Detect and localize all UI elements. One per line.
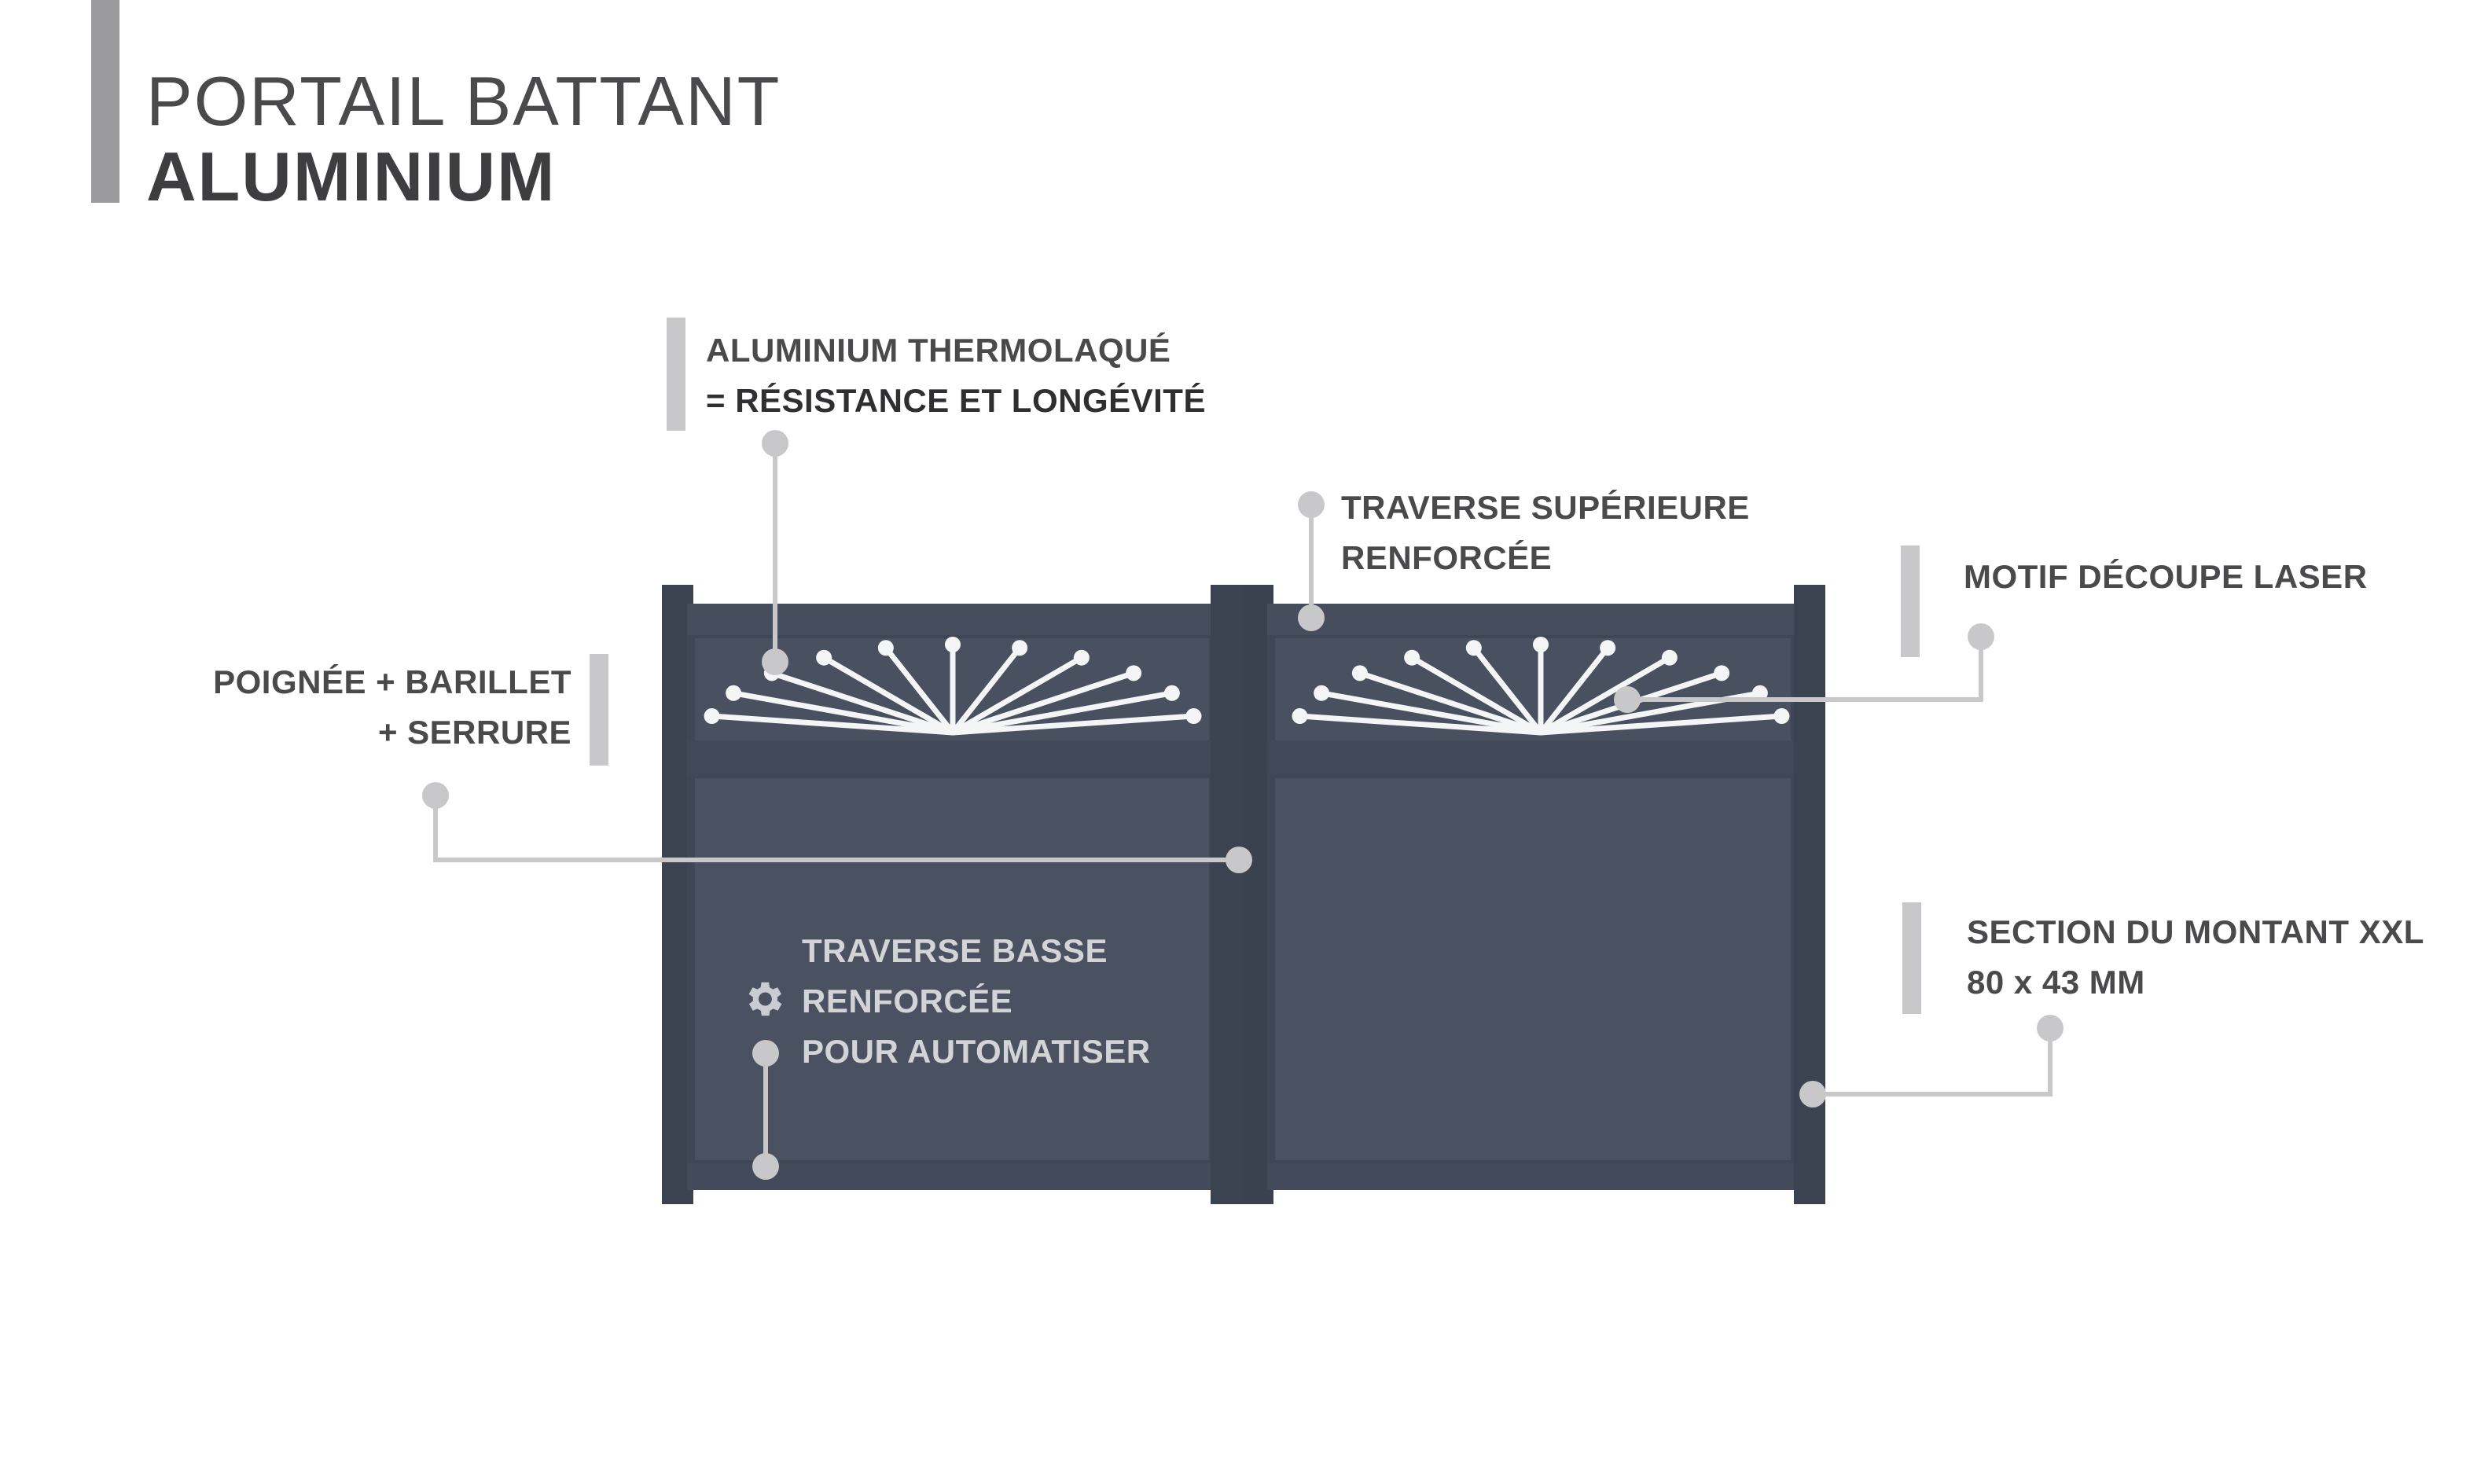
left-leaf-stile: [1211, 585, 1242, 1204]
motif-ray-tip: [1351, 665, 1368, 681]
callout-poignee-line2: + SERRURE: [377, 714, 571, 751]
motif-ray-tip: [1533, 637, 1549, 652]
callout-traverse-basse: TRAVERSE BASSE RENFORCÉE POUR AUTOMATISE…: [802, 926, 1151, 1077]
dot-motif-top: [1968, 623, 1994, 650]
motif-ray-tip: [816, 649, 832, 666]
motif-ray: [950, 713, 1196, 736]
motif-ray: [821, 655, 956, 736]
motif-ray-tip: [1465, 640, 1482, 656]
motif-ray: [730, 690, 956, 736]
dot-traverse-superieure-bottom: [1298, 604, 1325, 631]
motif-ray: [950, 670, 1137, 736]
callout-dots: [422, 430, 2064, 1180]
callout-poignee-line1: POIGNÉE + BARILLET: [213, 663, 571, 700]
right-top-rail: [1267, 604, 1799, 635]
motif-ray-tip: [1073, 649, 1090, 666]
title-accent-bar: [91, 0, 119, 203]
motif-ray-tip: [1751, 685, 1768, 701]
callout-motif-line1: MOTIF DÉCOUPE LASER: [1964, 558, 2368, 595]
callout-traverse-superieure: TRAVERSE SUPÉRIEURE RENFORCÉE: [1341, 483, 1750, 583]
motif-ray-tip: [945, 637, 961, 652]
gate-leaf-right: [1242, 585, 1825, 1204]
right-post-outer: [1794, 585, 1825, 1204]
dot-aluminium-top: [762, 430, 788, 457]
motif-ray-tip: [1404, 649, 1420, 666]
motif-ray: [1538, 713, 1784, 736]
callout-poignee: POIGNÉE + BARILLET + SERRURE: [213, 657, 571, 758]
motif-ray: [1538, 655, 1673, 736]
motif-ray: [1409, 655, 1544, 736]
accent-bar-motif: [1901, 545, 1920, 657]
motif-ray: [1538, 645, 1611, 736]
callout-aluminium-line2: = RÉSISTANCE ET LONGÉVITÉ: [706, 382, 1206, 419]
left-lower-panel: [695, 778, 1209, 1160]
motif-ray: [769, 670, 956, 736]
motif-ray-tip: [1314, 685, 1330, 701]
right-mid-rail: [1267, 740, 1799, 775]
accent-bar-poignee: [590, 654, 608, 766]
dot-aluminium-bottom: [762, 648, 788, 675]
accent-bar-aluminium: [667, 318, 685, 431]
right-lower-panel: [1275, 778, 1791, 1160]
callout-section-line2: 80 x 43 MM: [1967, 964, 2145, 1001]
dot-traverse-superieure-top: [1298, 491, 1325, 518]
dot-section-end: [1799, 1081, 1826, 1107]
motif-ray-tip: [1661, 649, 1678, 666]
left-top-rail: [687, 604, 1217, 635]
motif-ray-tip: [1012, 640, 1028, 656]
laser-motif-left: [704, 637, 1202, 736]
leader-section: [1813, 1028, 2053, 1096]
page-title-line2: ALUMINIUM: [146, 138, 557, 215]
callout-section-line1: SECTION DU MONTANT XXL: [1967, 913, 2424, 950]
leader-poignee: [433, 795, 1239, 862]
dot-traverse-basse-bottom: [752, 1153, 779, 1180]
page-title-line1: PORTAIL BATTANT: [146, 62, 781, 140]
callout-traverse-superieure-line2: RENFORCÉE: [1341, 539, 1553, 576]
motif-ray: [1357, 670, 1544, 736]
dot-poignee-start: [422, 782, 449, 809]
motif-ray-tip: [877, 640, 894, 656]
callout-traverse-basse-line1: TRAVERSE BASSE: [802, 932, 1108, 969]
motif-ray: [1297, 713, 1544, 736]
callout-traverse-superieure-line1: TRAVERSE SUPÉRIEURE: [1341, 489, 1750, 526]
dot-poignee-end: [1226, 847, 1252, 873]
callout-traverse-basse-line3: POUR AUTOMATISER: [802, 1033, 1151, 1070]
dot-motif-end: [1614, 686, 1641, 713]
callout-traverse-basse-line2: RENFORCÉE: [802, 983, 1013, 1019]
left-mid-rail: [687, 740, 1217, 775]
callout-aluminium-line1: ALUMINIUM THERMOLAQUÉ: [706, 332, 1171, 369]
accent-bar-section: [1902, 902, 1921, 1014]
motif-ray-tip: [1185, 708, 1202, 725]
motif-ray: [1471, 645, 1544, 736]
motif-ray-tip: [1773, 708, 1790, 725]
gear-icon: [748, 982, 782, 1016]
motif-ray: [883, 645, 956, 736]
motif-ray: [950, 645, 1023, 736]
motif-ray-tip: [1600, 640, 1616, 656]
motif-ray-tip: [704, 708, 720, 725]
leader-motif: [1627, 637, 1983, 702]
callout-lines: [433, 440, 2053, 1166]
motif-ray: [950, 690, 1175, 736]
motif-ray: [950, 655, 1085, 736]
callout-section: SECTION DU MONTANT XXL 80 x 43 MM: [1967, 907, 2424, 1008]
motif-ray: [709, 713, 956, 736]
motif-ray-tip: [1126, 665, 1142, 681]
right-bottom-rail: [1267, 1163, 1799, 1190]
dot-traverse-basse-top: [752, 1040, 779, 1067]
motif-ray-tip: [1714, 665, 1730, 681]
callout-aluminium: ALUMINIUM THERMOLAQUÉ = RÉSISTANCE ET LO…: [706, 325, 1206, 426]
dot-section-top: [2037, 1015, 2064, 1041]
callout-motif: MOTIF DÉCOUPE LASER: [1964, 552, 2368, 602]
motif-ray-tip: [1163, 685, 1180, 701]
motif-ray-tip: [1292, 708, 1308, 725]
motif-ray-tip: [726, 685, 742, 701]
motif-ray: [1318, 690, 1544, 736]
